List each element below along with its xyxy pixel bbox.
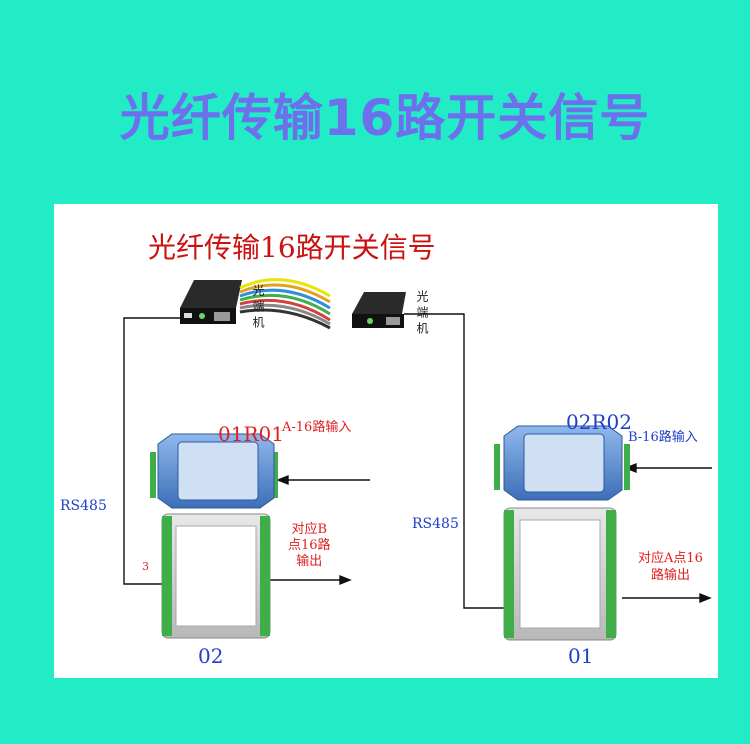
fiber-converter-left	[180, 280, 242, 324]
connection-lines	[123, 313, 506, 609]
left-rs485-label: RS485	[60, 498, 107, 514]
diagram-title: 光纤传输16路开关信号	[148, 231, 436, 264]
left-marker: 3	[142, 560, 149, 573]
banner-title: 光纤传输16路开关信号	[119, 89, 651, 147]
right-input-note: B-16路输入	[628, 430, 698, 445]
left-output-note-line1: 对应B	[291, 522, 328, 537]
right-output-note: 对应A点16 路输出	[638, 550, 703, 584]
right-output-note-line2: 路输出	[650, 568, 690, 583]
converter-left-label: 光端机	[251, 284, 265, 332]
input-arrows	[276, 462, 712, 486]
io-module-left-input	[150, 433, 278, 509]
converter-right-label: 光端机	[415, 290, 429, 338]
left-output-note: 对应B 点16路 输出	[288, 522, 331, 570]
left-output-note-line3: 输出	[296, 554, 323, 569]
diagram-panel: 光纤传输16路开关信号 光端机 光端机 01R01 A-16路输入 RS485 …	[54, 204, 718, 678]
left-module-label: 01R01	[218, 422, 284, 446]
right-output-note-line1: 对应A点16	[638, 551, 703, 566]
fiber-cable-bundle	[239, 278, 331, 330]
io-module-left-output	[161, 513, 271, 639]
right-rs485-label: RS485	[412, 516, 459, 532]
left-address: 02	[198, 644, 224, 668]
fiber-converter-right	[352, 292, 406, 328]
left-output-note-line2: 点16路	[288, 538, 331, 553]
left-input-note: A-16路输入	[282, 420, 352, 435]
io-module-right-input	[494, 425, 630, 501]
output-arrows	[266, 574, 712, 604]
diagram-graphics	[123, 278, 712, 641]
right-module-label: 02R02	[566, 410, 632, 434]
io-module-right-output	[503, 507, 617, 641]
right-address: 01	[568, 644, 594, 668]
